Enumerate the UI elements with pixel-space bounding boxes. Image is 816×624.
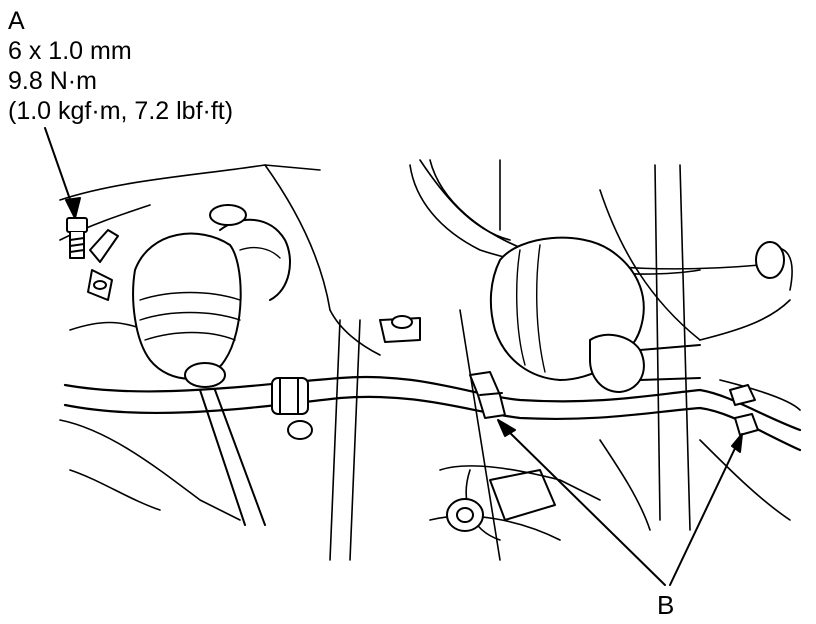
lower-mount: [446, 469, 556, 532]
callout-letter-a: A: [8, 7, 25, 35]
arrow-icon: [497, 419, 666, 586]
clamp-icon: [271, 377, 313, 440]
boot-assembly-left: [132, 204, 291, 526]
callout-letter-b: B: [657, 590, 675, 620]
brake-line: [63, 375, 802, 452]
arrow-icon: [669, 433, 743, 586]
torque-spec-callout-a: A 6 x 1.0 mm 9.8 N·m (1.0 kgf·m, 7.2 lbf…: [8, 6, 233, 126]
arrow-icon: [44, 127, 81, 219]
torque-si-text: 9.8 N·m: [8, 67, 97, 95]
center-bracket: [379, 315, 421, 343]
clip-icon: [469, 371, 506, 419]
bolt-icon: [66, 217, 119, 301]
clip-icon: [729, 384, 759, 436]
chassis-outlines: [59, 159, 801, 561]
bolt-size-text: 6 x 1.0 mm: [8, 37, 132, 65]
boot-assembly-right: [489, 236, 785, 393]
torque-alt-text: (1.0 kgf·m, 7.2 lbf·ft): [8, 97, 234, 125]
